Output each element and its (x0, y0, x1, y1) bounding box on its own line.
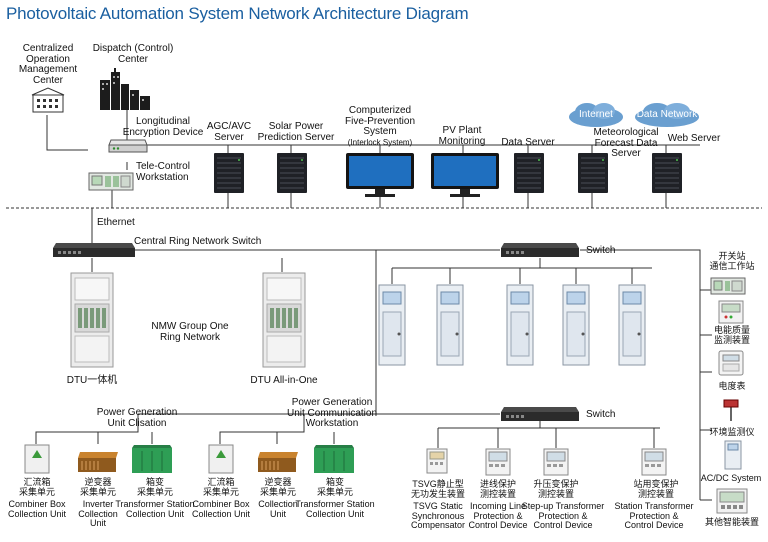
switch-station-label: 开关站通信工作站 (709, 251, 755, 271)
internet-label: Internet (579, 109, 613, 120)
transformer-b-cn-label: 箱变采集单元 (316, 477, 353, 497)
stepup-cn-label: 升压变保护测控装置 (533, 479, 579, 499)
energy-meter-icon (718, 350, 744, 376)
page-title: Photovoltaic Automation System Network A… (6, 4, 469, 23)
web-server-rack-icon (652, 153, 682, 193)
switchgear-cabinet-icon (618, 284, 646, 366)
energy-meter-label: 电度表 (718, 381, 746, 391)
station-tr-cn-label: 站用变保护测控装置 (633, 479, 679, 499)
pv-monitoring-monitor-icon (431, 153, 499, 197)
switchgear-cabinet-icon (562, 284, 590, 366)
dtu-one-label: DTU一体机 (66, 375, 118, 386)
acdc-label: AC/DC System (700, 473, 762, 483)
combiner-box-icon (208, 444, 234, 474)
solar-prediction-server-rack-icon (277, 153, 307, 193)
incoming-cn-label: 进线保护测控装置 (479, 479, 516, 499)
dtu-aio-label: DTU All-in-One (250, 375, 318, 386)
stepup-transformer-relay-icon (543, 448, 569, 476)
central-switch-label: Central Ring Network Switch (134, 236, 262, 247)
encryption-router-icon (108, 139, 148, 153)
ethernet-label: Ethernet (97, 217, 135, 228)
interlock-label: (Interlock System) (347, 138, 413, 147)
five-prevention-monitor-icon (346, 153, 414, 197)
bottom-switch-icon (501, 407, 579, 421)
switch-bottom-label: Switch (586, 409, 616, 420)
data-network-cloud: Data Network (633, 102, 701, 128)
switchgear-cabinet-icon (378, 284, 406, 366)
env-monitor-label: 环境监测仪 (709, 427, 755, 437)
switch-station-workstation-icon (710, 277, 746, 295)
combiner-box-icon (24, 444, 50, 474)
meteo-server-rack-icon (578, 153, 608, 193)
inverter-a-cn-label: 逆变器采集单元 (79, 477, 116, 497)
switchgear-cabinet-icon (436, 284, 464, 366)
telecontrol-workstation-icon (88, 172, 134, 191)
switchgear-cabinet-icon (506, 284, 534, 366)
city-skyline-icon (100, 68, 150, 110)
station-transformer-relay-icon (641, 448, 667, 476)
combiner-b-cn-label: 汇流箱采集单元 (202, 477, 239, 497)
tsvg-relay-icon (426, 448, 448, 474)
data-server-rack-icon (514, 153, 544, 193)
cloud-icon (569, 103, 623, 127)
internet-cloud: Internet (567, 102, 625, 128)
ops-to-telecontrol-line (46, 115, 88, 151)
switch-top-label: Switch (586, 245, 616, 256)
dtu-all-in-one-cabinet-icon (262, 272, 306, 368)
other-smart-device-icon (716, 488, 748, 514)
acdc-system-cabinet-icon (724, 440, 742, 470)
power-quality-device-icon (718, 300, 744, 324)
box-transformer-icon (314, 445, 354, 473)
dtu-cabinet-icon (70, 272, 114, 368)
dispatch-label: Dispatch (Control)Center (92, 43, 174, 65)
agc-server-rack-icon (214, 153, 244, 193)
central-ring-switch-icon (53, 243, 135, 257)
box-transformer-icon (132, 445, 172, 473)
tsvg-cn-label: TSVG静止型无功发生装置 (410, 479, 465, 499)
inverter-b-cn-label: 逆变器采集单元 (259, 477, 296, 497)
top-switch-icon (501, 243, 579, 257)
combiner-a-cn-label: 汇流箱采集单元 (18, 477, 55, 497)
incoming-line-relay-icon (485, 448, 511, 476)
power-quality-label: 电能质量监测装置 (713, 325, 750, 345)
environment-monitor-icon (723, 399, 739, 421)
cloud-icon (635, 103, 699, 127)
data-network-label: Data Network (636, 109, 698, 120)
web-server-label: Web Server (667, 133, 721, 144)
transformer-a-cn-label: 箱变采集单元 (136, 477, 173, 497)
building-icon (31, 87, 65, 113)
right-column-line (580, 249, 701, 500)
data-server-label: Data Server (501, 137, 555, 148)
inverter-icon (258, 452, 298, 472)
inverter-icon (78, 452, 118, 472)
other-smart-label: 其他智能装置 (704, 517, 759, 527)
